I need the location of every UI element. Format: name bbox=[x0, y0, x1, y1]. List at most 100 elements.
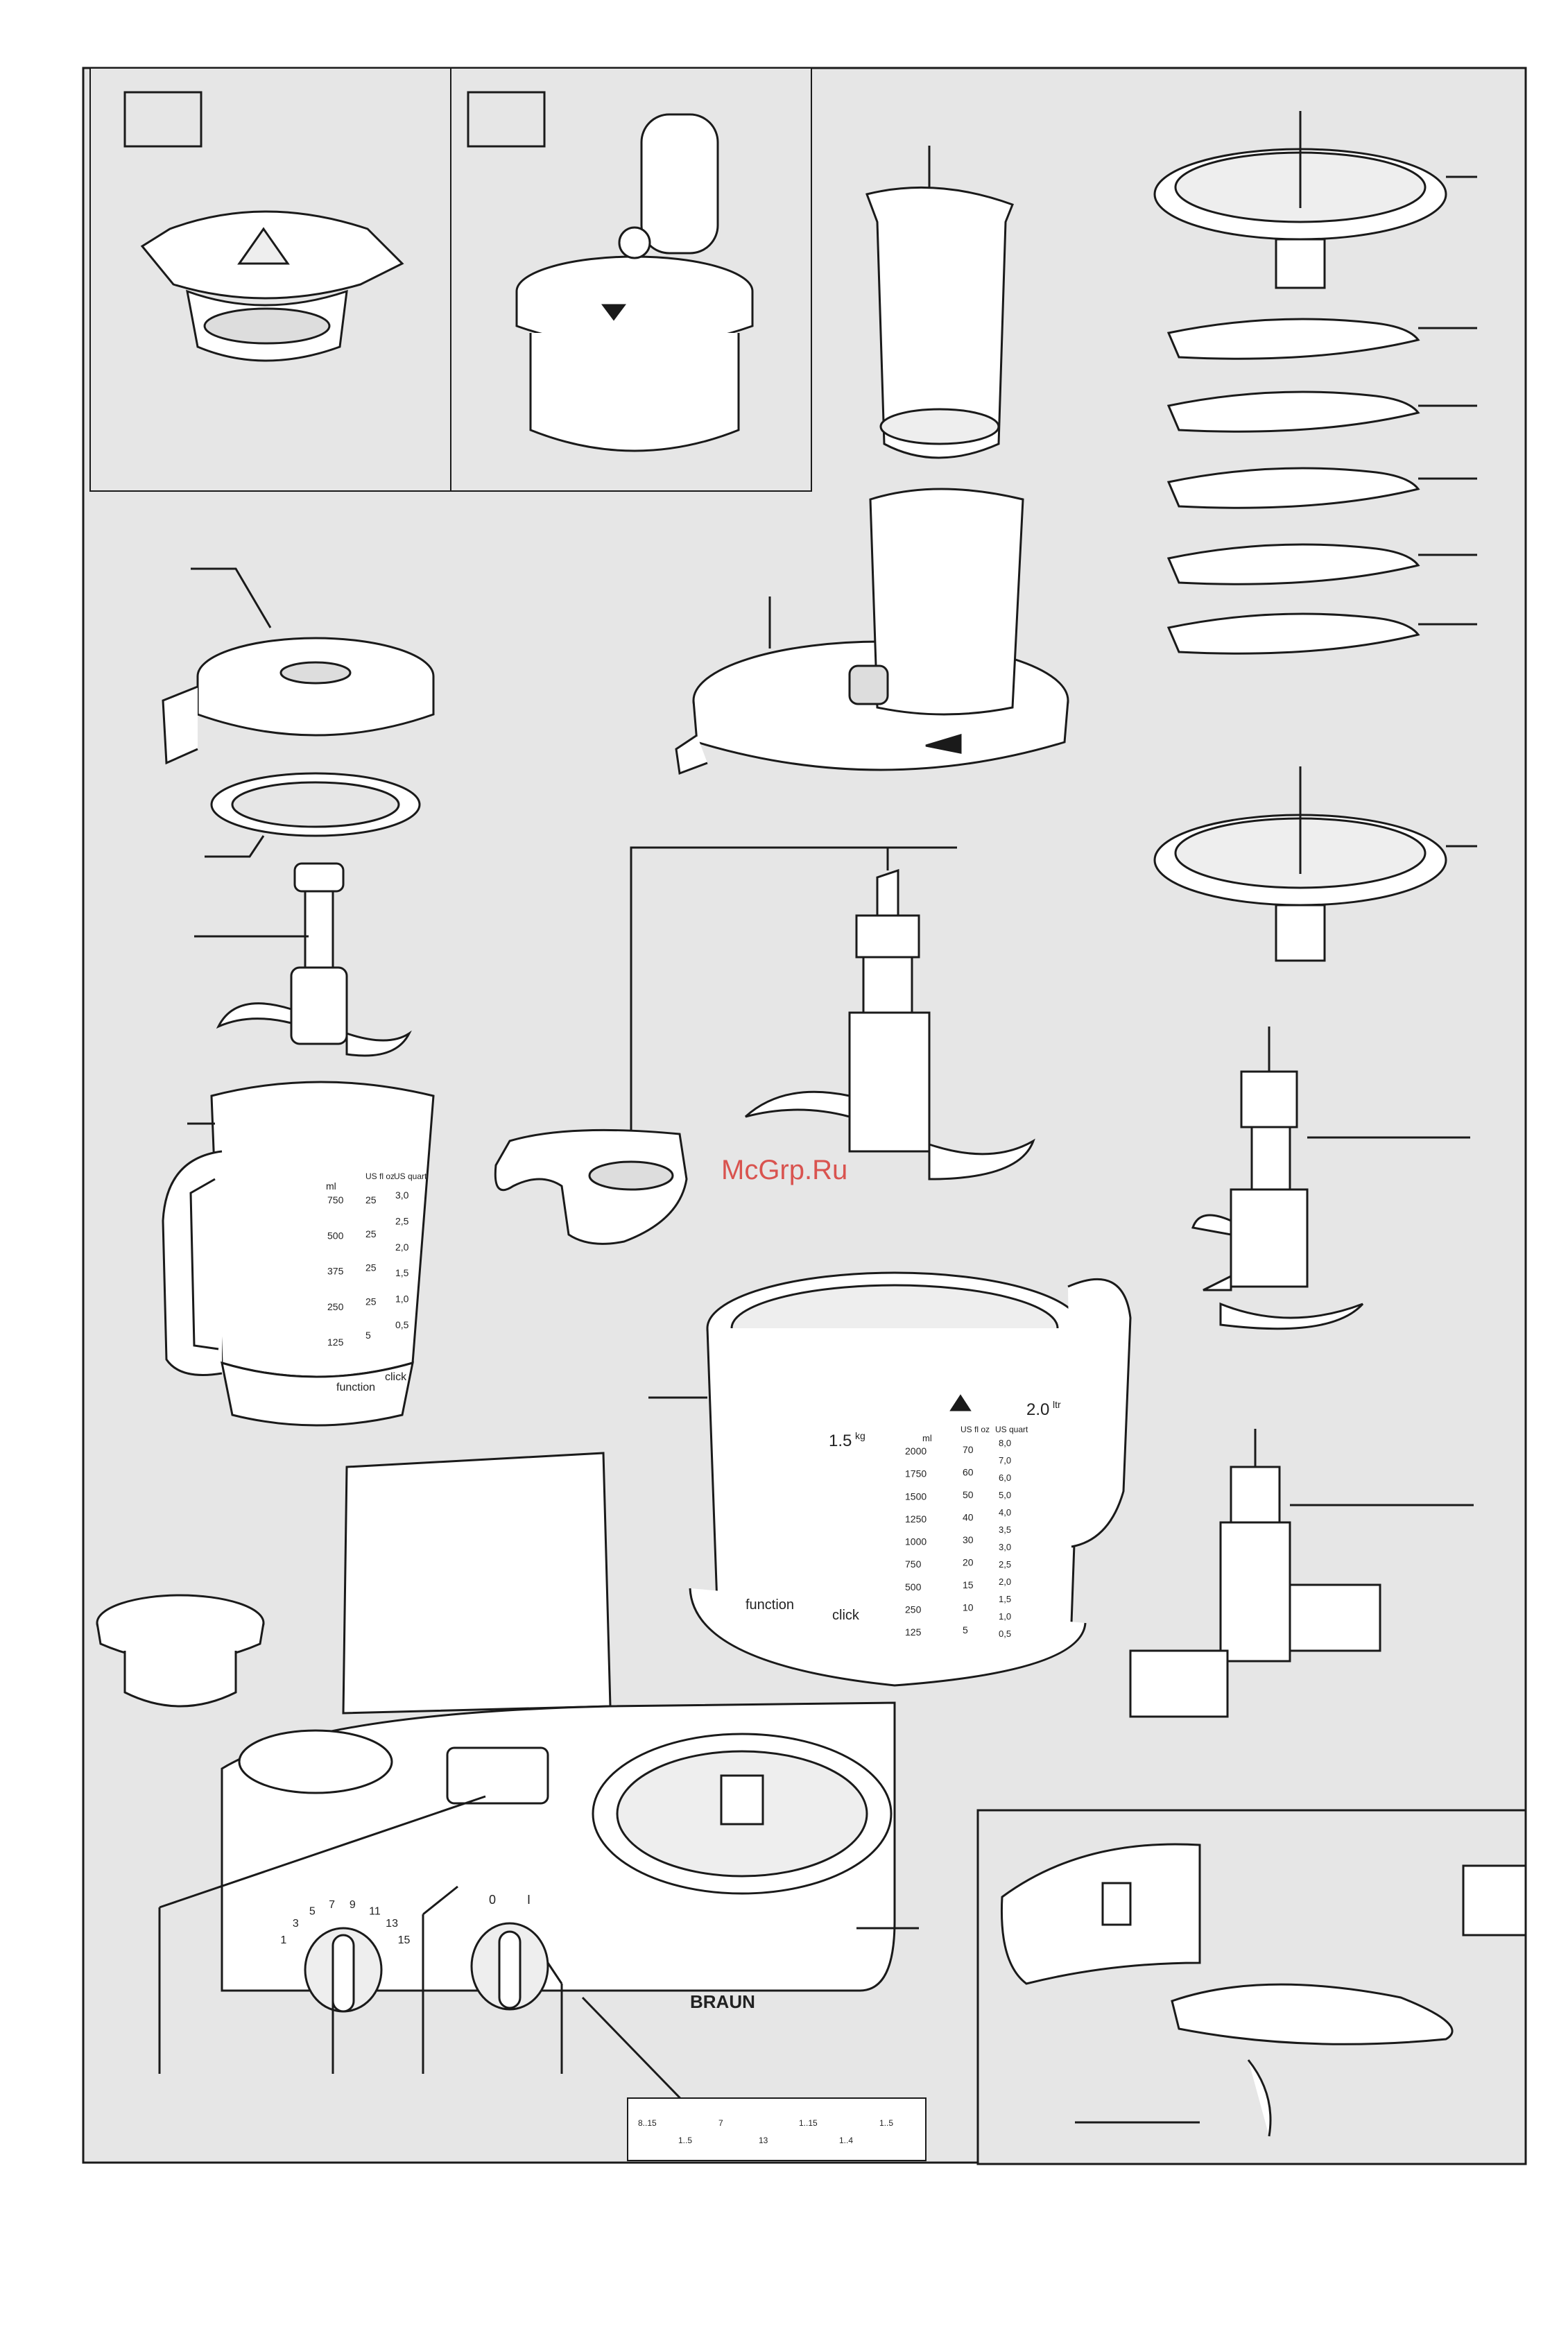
insert-5 bbox=[1166, 612, 1477, 655]
big-bowl-usqt-tick: 5,0 bbox=[999, 1490, 1011, 1500]
big-mixing-bowl bbox=[648, 1271, 1132, 1687]
label-box-b bbox=[467, 91, 546, 148]
small-blender-jug bbox=[162, 1081, 435, 1427]
big-bowl-usfl-tick: 30 bbox=[963, 1534, 974, 1545]
speed-guide-cell: 1..5 bbox=[879, 2118, 893, 2128]
slicing-disc-holder bbox=[1153, 111, 1477, 289]
small-jug-usqt-tick: 1,0 bbox=[395, 1294, 409, 1305]
big-bowl-usfl-label: US fl oz bbox=[960, 1425, 990, 1434]
big-bowl-usqt-tick: 2,0 bbox=[999, 1577, 1011, 1587]
small-jug-usqt-tick: 0,5 bbox=[395, 1319, 409, 1330]
big-bowl-usqt-tick: 4,0 bbox=[999, 1507, 1011, 1518]
insert-1 bbox=[1166, 318, 1477, 360]
big-bowl-ml-tick: 500 bbox=[905, 1581, 922, 1592]
speed-guide-cell: 1..15 bbox=[799, 2118, 818, 2128]
motor-base bbox=[221, 1452, 919, 2013]
dicer-attachment bbox=[515, 113, 754, 452]
big-bowl-capacity-small: 1.5 bbox=[829, 1432, 852, 1450]
switch-dial-mark: 0 bbox=[489, 1893, 496, 1907]
speed-dial-mark: 3 bbox=[293, 1918, 299, 1930]
small-jug-usqt-tick: 2,0 bbox=[395, 1242, 409, 1253]
watermark-text: McGrp.Ru bbox=[721, 1155, 847, 1185]
small-jug-ml-label: ml bbox=[326, 1180, 336, 1192]
big-bowl-ml-tick: 1000 bbox=[905, 1536, 927, 1547]
big-bowl-usqt-tick: 3,0 bbox=[999, 1542, 1011, 1552]
small-jug-ml-tick: 375 bbox=[327, 1266, 344, 1277]
small-jug-usfl-tick: 25 bbox=[365, 1296, 377, 1307]
blender-lid bbox=[162, 567, 435, 765]
big-bowl-scale: 1.5 kg 2.0 ltr ml US fl oz US quart 2000… bbox=[746, 1399, 1061, 1639]
base-callouts bbox=[158, 1795, 698, 2117]
big-bowl-usqt-tick: 7,0 bbox=[999, 1455, 1011, 1466]
small-jug-usqt-tick: 2,5 bbox=[395, 1215, 409, 1226]
switch-dial-mark: I bbox=[527, 1893, 531, 1907]
small-jug-ml-tick: 125 bbox=[327, 1337, 344, 1348]
big-bowl-usfl-tick: 40 bbox=[963, 1512, 974, 1523]
big-bowl-function-label: function bbox=[746, 1597, 794, 1613]
insert-3 bbox=[1166, 467, 1477, 509]
kneading-hook-bracket bbox=[630, 846, 957, 1179]
big-bowl-usqt-label: US quart bbox=[995, 1425, 1028, 1434]
big-bowl-usqt-tick: 6,0 bbox=[999, 1472, 1011, 1483]
big-bowl-ml-tick: 1750 bbox=[905, 1468, 927, 1479]
big-bowl-usqt-tick: 1,5 bbox=[999, 1594, 1011, 1604]
speed-dial-mark: 7 bbox=[329, 1899, 335, 1911]
speed-dial-mark: 5 bbox=[309, 1905, 316, 1917]
small-jug-click-label: click bbox=[385, 1371, 407, 1383]
small-jug-usqt-tick: 3,0 bbox=[395, 1190, 409, 1201]
big-bowl-capacity-small-unit: kg bbox=[855, 1430, 865, 1441]
small-jug-usfl-label: US fl oz bbox=[365, 1171, 395, 1181]
small-jug-usfl-tick: 25 bbox=[365, 1194, 377, 1205]
big-bowl-usqt-tick: 0,5 bbox=[999, 1629, 1011, 1639]
big-bowl-usfl-tick: 20 bbox=[963, 1557, 974, 1568]
big-bowl-ml-tick: 1250 bbox=[905, 1513, 927, 1525]
big-bowl-ml-tick: 2000 bbox=[905, 1445, 927, 1457]
citrus-press bbox=[140, 210, 404, 362]
insert-4 bbox=[1166, 543, 1477, 585]
small-jug-ml-tick: 250 bbox=[327, 1301, 344, 1312]
cord-storage-detail bbox=[1000, 1843, 1527, 2137]
bowl-lid-with-chute bbox=[675, 488, 1069, 775]
small-jug-usfl-tick: 5 bbox=[365, 1330, 371, 1341]
big-bowl-usfl-tick: 10 bbox=[963, 1602, 974, 1613]
knife-insert bbox=[494, 1128, 688, 1245]
speed-dial-mark: 1 bbox=[280, 1934, 286, 1946]
small-jug-ml-tick: 500 bbox=[327, 1230, 344, 1241]
small-jug-usfl-tick: 25 bbox=[365, 1262, 377, 1273]
small-jug-usqt-tick: 1,5 bbox=[395, 1267, 409, 1278]
big-bowl-ml-tick: 250 bbox=[905, 1604, 922, 1615]
speed-dial-mark: 9 bbox=[350, 1899, 356, 1911]
big-bowl-usfl-tick: 50 bbox=[963, 1489, 974, 1500]
label-box-a bbox=[123, 91, 203, 148]
speed-dial-mark: 15 bbox=[398, 1934, 411, 1946]
brand-logo: BRAUN bbox=[690, 1991, 755, 2012]
big-bowl-click-label: click bbox=[832, 1608, 860, 1623]
small-jug-function-label: function bbox=[336, 1382, 375, 1393]
small-jug-usfl-tick: 25 bbox=[365, 1228, 377, 1239]
insert-2 bbox=[1166, 390, 1477, 433]
big-bowl-usqt-tick: 3,5 bbox=[999, 1525, 1011, 1535]
big-bowl-usfl-tick: 15 bbox=[963, 1579, 974, 1590]
kneading-tool bbox=[1191, 1027, 1470, 1330]
big-bowl-usqt-tick: 8,0 bbox=[999, 1438, 1011, 1448]
big-bowl-ml-tick: 125 bbox=[905, 1626, 922, 1638]
speed-guide-cell: 1..4 bbox=[839, 2136, 853, 2145]
small-blade bbox=[194, 862, 412, 1057]
whisk-attachment bbox=[1129, 1429, 1474, 1718]
speed-dial-mark: 13 bbox=[386, 1918, 398, 1930]
speed-guide-cell: 1..5 bbox=[678, 2136, 692, 2145]
big-bowl-usqt-tick: 1,0 bbox=[999, 1611, 1011, 1622]
big-bowl-usqt-tick: 2,5 bbox=[999, 1559, 1011, 1570]
speed-guide-cell: 7 bbox=[718, 2118, 723, 2128]
big-bowl-usfl-tick: 70 bbox=[963, 1444, 974, 1455]
big-bowl-capacity-big-unit: ltr bbox=[1053, 1399, 1061, 1410]
food-pusher bbox=[865, 146, 1014, 459]
big-bowl-capacity-big: 2.0 bbox=[1026, 1400, 1049, 1419]
speed-dial-mark: 11 bbox=[369, 1905, 381, 1917]
big-bowl-ml-tick: 750 bbox=[905, 1558, 922, 1570]
sealing-ring bbox=[205, 772, 421, 858]
